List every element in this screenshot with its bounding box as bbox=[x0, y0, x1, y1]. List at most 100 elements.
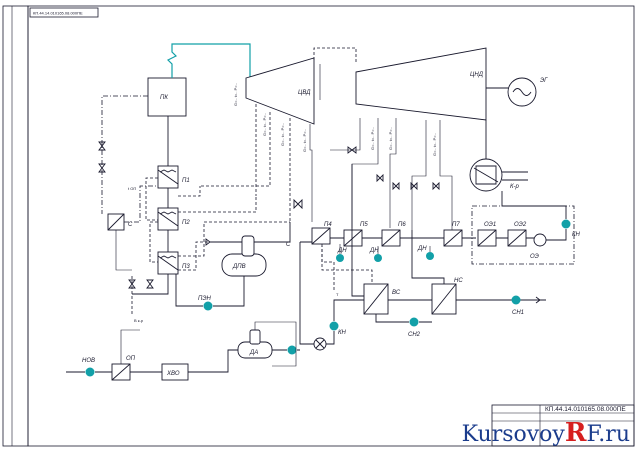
drain-pump-label: ДН bbox=[417, 246, 427, 252]
network-outlet-arrow bbox=[521, 296, 542, 304]
extraction-label: G=.. t=.. P=.. bbox=[388, 127, 393, 150]
network-heater-drain bbox=[321, 244, 373, 282]
condensate-pump bbox=[561, 219, 571, 229]
condensate-pump-line bbox=[501, 191, 567, 241]
watermark-part-2: F.ru bbox=[586, 422, 630, 447]
separator-label: С bbox=[128, 222, 133, 228]
extraction-label: G=.. t=.. P=.. bbox=[262, 113, 267, 136]
hp-heater-1-steam bbox=[178, 186, 201, 197]
water-treatment-label: ХВО bbox=[166, 371, 180, 377]
feed-temp-label: t ОП bbox=[128, 186, 136, 191]
separator-drain bbox=[115, 230, 132, 271]
hp-heater-1-coil bbox=[157, 169, 179, 185]
extraction-label: G=.. t=.. P=.. bbox=[302, 129, 307, 152]
feed-pump-label: ПЭН bbox=[198, 296, 212, 302]
condensate-inlet-label: С bbox=[286, 242, 291, 248]
feed-pump bbox=[203, 301, 213, 311]
condenser-diagonal bbox=[473, 167, 499, 183]
watermark-accent: R bbox=[564, 418, 587, 448]
network-pump-2-label: СН2 bbox=[408, 332, 421, 338]
extraction-label: G=.. t=.. P=.. bbox=[370, 127, 375, 150]
extraction-5a bbox=[330, 118, 361, 151]
main-condensate-pump-label: КН bbox=[338, 330, 347, 336]
lp-heater-4-label: П4 bbox=[324, 222, 332, 228]
deaerator-steam bbox=[254, 222, 291, 243]
feed-pump-discharge bbox=[175, 274, 203, 307]
ejector-cooler-1-diagonal bbox=[477, 229, 497, 247]
boiler-label: ПК bbox=[160, 95, 168, 101]
lp-turbine bbox=[355, 47, 487, 121]
hp-drain-cascade-1 bbox=[145, 177, 158, 221]
atm-deaerator-column bbox=[249, 329, 261, 345]
extraction-valve bbox=[293, 198, 303, 210]
seal-ejector-label: ОЭ bbox=[530, 254, 539, 260]
lp-turbine-label: ЦНД bbox=[470, 72, 484, 78]
network-heater-upper-label: НС bbox=[454, 278, 463, 284]
drain-valve-2 bbox=[146, 279, 154, 289]
extraction-valve bbox=[392, 181, 400, 191]
separator-diagonal bbox=[107, 213, 125, 231]
drain-pump-label: ДН bbox=[337, 248, 347, 254]
hp-heater-2-label: П2 bbox=[182, 220, 190, 226]
hp-drain-cascade-2 bbox=[149, 221, 158, 263]
network-inlet-label: Т bbox=[336, 292, 339, 297]
makeup-water-line bbox=[95, 349, 238, 373]
hp-heater-3-coil bbox=[157, 255, 179, 271]
check-valve bbox=[205, 238, 211, 246]
network-pump-2 bbox=[409, 317, 419, 327]
makeup-pump bbox=[85, 367, 95, 377]
hp-heater-bottom-line bbox=[132, 274, 169, 295]
condensate-line-tail bbox=[496, 237, 560, 241]
blowdown-line bbox=[101, 95, 148, 214]
transfer-pump bbox=[287, 345, 297, 355]
extraction-6 bbox=[389, 118, 397, 228]
drain-valve bbox=[128, 279, 136, 289]
makeup-pump-label: НОВ bbox=[82, 358, 95, 364]
drain-pump-risers bbox=[339, 244, 431, 254]
extraction-label: G=.. t=.. P=.. bbox=[432, 133, 437, 156]
top-corner-stamp bbox=[29, 7, 99, 18]
hp-turbine bbox=[245, 57, 315, 125]
ejector-cooler-2-label: ОЭ2 bbox=[514, 222, 527, 228]
drain-pump bbox=[426, 252, 434, 260]
network-heater-lower-label: ВС bbox=[392, 290, 401, 296]
extraction-7 bbox=[411, 120, 427, 230]
watermark-part-1: Kursovoy bbox=[461, 422, 565, 447]
condenser-label: К-р bbox=[510, 184, 520, 190]
extraction-label: G=.. t=.. P=.. bbox=[280, 123, 285, 146]
hp-heater-3-label: П3 bbox=[182, 264, 190, 270]
hp-heater-2-steam bbox=[178, 196, 257, 213]
deaerator-column bbox=[241, 235, 255, 257]
seal-ejector bbox=[533, 233, 547, 247]
blowdown-valve bbox=[98, 141, 106, 151]
extraction-valve bbox=[376, 173, 384, 183]
extraction-2 bbox=[200, 112, 271, 187]
drain-pump bbox=[374, 254, 382, 262]
hp-heater-stack bbox=[157, 165, 179, 275]
deaerator bbox=[221, 235, 267, 277]
crossover-pipe bbox=[313, 47, 357, 62]
lp-heater-6-label: П6 bbox=[398, 222, 406, 228]
extraction-4 bbox=[309, 124, 313, 222]
network-pump-1-label: СН1 bbox=[512, 310, 524, 316]
mixer-cross bbox=[315, 339, 325, 349]
condenser-bundle bbox=[475, 165, 497, 185]
network-pump-1 bbox=[511, 295, 521, 305]
mixer-line bbox=[326, 299, 344, 345]
atm-deaerator-steam bbox=[254, 321, 297, 367]
network-heater-upper-diagonal bbox=[431, 283, 457, 315]
left-margin-strip bbox=[2, 5, 29, 447]
hp-heater-3-steam bbox=[178, 221, 290, 257]
extraction-label: G=.. t=.. P=.. bbox=[233, 83, 238, 106]
extraction-lines bbox=[200, 104, 453, 230]
ejector-cooler-1-label: ОЭ1 bbox=[484, 222, 496, 228]
blowdown-valve-2 bbox=[98, 163, 106, 173]
extraction-valve bbox=[347, 146, 357, 154]
condensate-return bbox=[299, 242, 314, 345]
network-pump-2-line bbox=[375, 314, 432, 323]
separator-steam-line bbox=[124, 185, 158, 223]
generator-label: ЭГ bbox=[540, 78, 548, 84]
main-condensate-pump bbox=[329, 321, 339, 331]
